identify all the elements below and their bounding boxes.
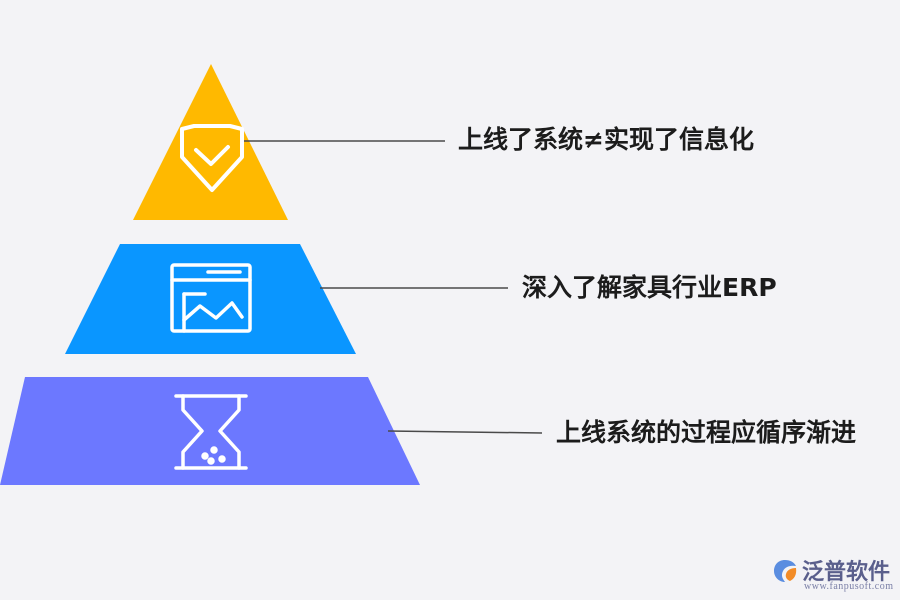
pyramid-tier-middle <box>65 244 356 354</box>
brand-logo: 泛普软件 www.fanpusoft.com <box>770 554 894 594</box>
connector-line-bottom <box>388 431 542 433</box>
tier-label-middle: 深入了解家具行业ERP <box>522 275 777 300</box>
tier-label-top: 上线了系统≠实现了信息化 <box>458 127 754 152</box>
tier-label-bottom: 上线系统的过程应循序渐进 <box>556 420 856 445</box>
brand-mark-icon <box>770 556 800 586</box>
pyramid-tier-top <box>133 64 288 220</box>
brand-url: www.fanpusoft.com <box>804 581 894 592</box>
